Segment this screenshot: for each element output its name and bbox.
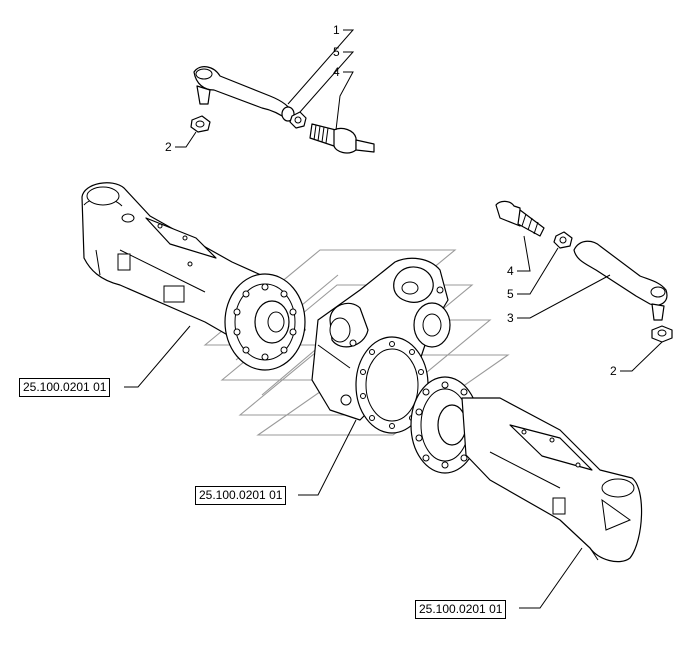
callout-2-right: 2 [610,364,617,378]
callout-4-upper: 4 [333,65,340,79]
ball-joint-right-4 [495,200,545,237]
callout-5-upper: 5 [333,45,340,59]
callout-2-upper: 2 [165,140,172,154]
right-axle-housing [461,397,643,563]
tie-rod-upper [193,66,295,122]
tie-rod-right [573,240,668,321]
nut-upper-2 [190,115,211,133]
nut-right-5 [553,231,573,249]
callout-5-right: 5 [507,287,514,301]
left-wheel-flange [224,273,306,371]
callout-3: 3 [507,311,514,325]
nut-right-2 [651,325,673,343]
reference-box-center: 25.100.0201 01 [195,486,287,505]
reference-box-left: 25.100.0201 01 [19,378,111,397]
callout-1: 1 [333,23,340,37]
callout-leaders [124,29,663,609]
reference-box-right: 25.100.0201 01 [415,600,507,619]
callout-4-right: 4 [507,264,514,278]
ball-joint-upper-4 [309,123,375,154]
center-differential-housing [311,257,451,434]
